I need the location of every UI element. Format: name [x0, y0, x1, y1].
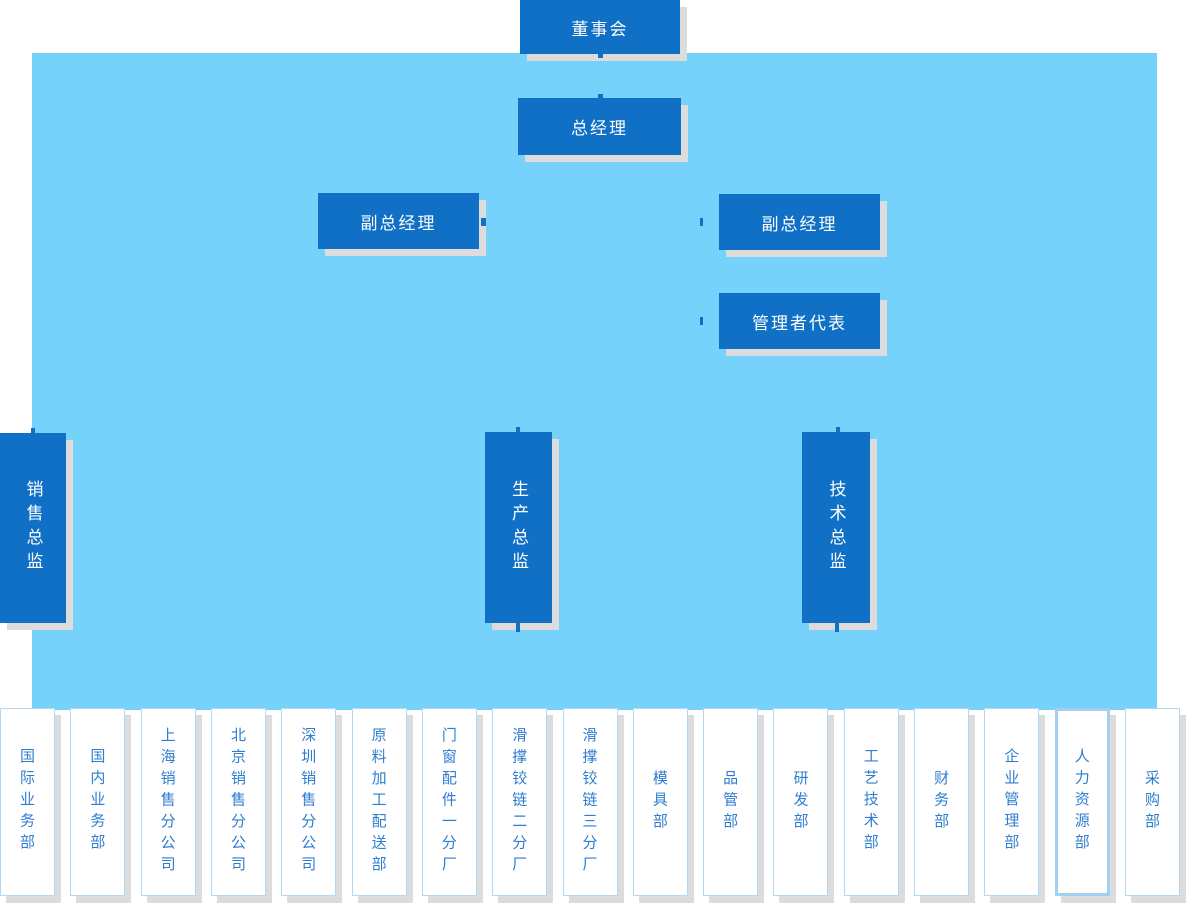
node-deputy-general-manager-left: 副总经理: [318, 193, 479, 249]
department-label: 模具部: [650, 769, 669, 835]
node-label: 生产总监: [508, 479, 528, 576]
connector-stub: [836, 427, 840, 432]
department-box: 品管部: [703, 708, 759, 896]
department-box: 深圳销售分公司: [281, 708, 337, 896]
department-label: 滑撑铰链三分厂: [580, 726, 599, 878]
node-label: 董事会: [571, 19, 629, 40]
connector-stub: [598, 94, 603, 98]
department-box: 企业管理部: [984, 708, 1040, 896]
department-box: 国际业务部: [0, 708, 55, 896]
department-label: 上海销售分公司: [158, 726, 177, 878]
department-box: 财务部: [914, 708, 970, 896]
node-board-of-directors: 董事会: [520, 0, 680, 54]
node-label: 总经理: [571, 119, 628, 139]
node-production-director: 生产总监: [485, 432, 552, 623]
department-label: 滑撑铰链二分厂: [510, 726, 529, 878]
department-label: 国际业务部: [18, 748, 36, 856]
department-label: 北京销售分公司: [228, 726, 247, 878]
node-label: 销售总监: [22, 480, 43, 576]
department-label: 研发部: [791, 769, 810, 835]
department-box: 原料加工配送部: [351, 708, 407, 896]
department-box: 滑撑铰链二分厂: [492, 708, 548, 896]
department-box: 采购部: [1125, 708, 1180, 896]
node-sales-director: 销售总监: [0, 433, 66, 623]
department-label: 人力资源部: [1072, 748, 1091, 856]
department-box: 国内业务部: [70, 708, 126, 896]
node-general-manager: 总经理: [518, 98, 681, 155]
department-label: 工艺技术部: [861, 748, 880, 856]
connector-stub: [31, 428, 35, 433]
node-deputy-general-manager-right: 副总经理: [719, 194, 880, 250]
department-box: 滑撑铰链三分厂: [562, 708, 618, 896]
department-label: 采购部: [1143, 769, 1161, 835]
department-box: 门窗配件一分厂: [421, 708, 477, 896]
department-label: 品管部: [721, 769, 740, 835]
department-box: 工艺技术部: [843, 708, 899, 896]
department-label: 财务部: [932, 769, 951, 835]
connector-stub: [700, 317, 703, 325]
connector-stub: [516, 427, 520, 432]
chart-background-panel: [32, 53, 1157, 710]
node-technical-director: 技术总监: [802, 432, 870, 623]
department-label: 门窗配件一分厂: [439, 726, 458, 878]
node-label: 副总经理: [761, 214, 838, 235]
department-box: 北京销售分公司: [210, 708, 266, 896]
department-box: 人力资源部: [1054, 708, 1110, 896]
connector-stub: [481, 218, 486, 226]
connector-stub: [598, 54, 603, 58]
connector-stub: [516, 623, 520, 632]
node-label: 副总经理: [360, 213, 437, 234]
node-label: 技术总监: [825, 479, 846, 576]
department-box: 模具部: [632, 708, 688, 896]
department-label: 国内业务部: [88, 748, 107, 856]
department-label: 原料加工配送部: [369, 726, 388, 878]
department-row: 国际业务部 国内业务部 上海销售分公司 北京销售分公司 深圳销售分公司 原料加工配送部 门窗…: [0, 708, 1180, 896]
department-box: 上海销售分公司: [140, 708, 196, 896]
department-label: 企业管理部: [1002, 748, 1021, 856]
department-label: 深圳销售分公司: [299, 726, 318, 878]
node-label: 管理者代表: [752, 313, 847, 334]
node-management-representative: 管理者代表: [719, 293, 880, 349]
department-box: 研发部: [773, 708, 829, 896]
connector-stub: [835, 623, 839, 632]
connector-stub: [700, 218, 703, 226]
